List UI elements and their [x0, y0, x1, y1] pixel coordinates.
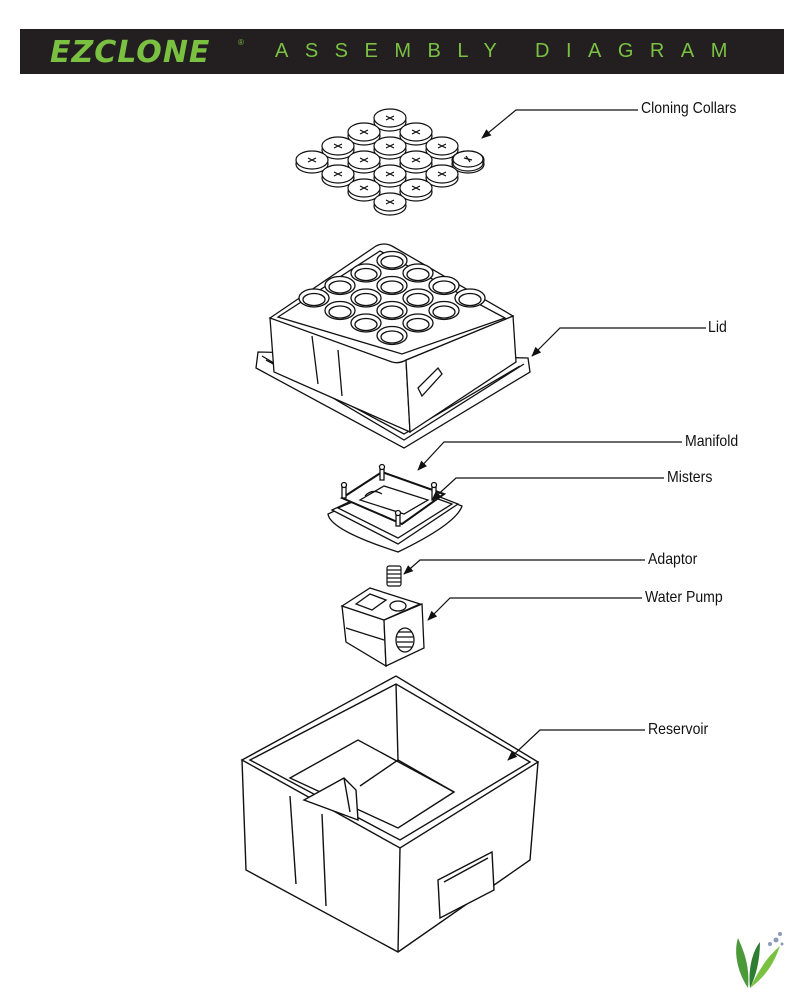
leader-lines	[403, 109, 706, 761]
lid-hole	[428, 275, 460, 296]
cloning-collar	[321, 164, 355, 188]
cloning-collar	[425, 164, 459, 188]
label-water-pump: Water Pump	[645, 589, 723, 606]
reservoir-part	[240, 675, 540, 953]
label-cloning-collars: Cloning Collars	[641, 100, 737, 117]
leader-reservoir	[507, 729, 645, 761]
cloning-collar	[321, 136, 355, 160]
cloning-collar	[399, 178, 433, 202]
cloning-collar	[295, 150, 329, 174]
cloning-collar	[373, 108, 407, 132]
manifold-part	[327, 463, 463, 553]
cloning-collar	[373, 164, 407, 188]
lid-hole	[402, 288, 434, 308]
lid-hole	[376, 275, 408, 296]
cloning-collar	[399, 150, 433, 174]
cloning-collar	[452, 150, 484, 172]
brand-logo: EZCLONE	[50, 35, 211, 70]
registered-mark: ®	[238, 38, 244, 47]
lid-hole	[402, 313, 434, 333]
lid-hole	[376, 300, 408, 321]
label-reservoir: Reservoir	[648, 721, 709, 738]
leader-misters	[431, 477, 664, 501]
cloning-collar	[373, 136, 407, 160]
lid-hole	[454, 288, 486, 308]
lid-hole	[376, 325, 408, 346]
lid-hole	[402, 263, 434, 283]
label-misters: Misters	[667, 469, 713, 486]
cloning-collar	[347, 122, 381, 146]
cloning-collar	[347, 178, 381, 202]
lid-hole	[376, 250, 408, 271]
lid-hole	[350, 313, 382, 333]
lid-hole	[298, 288, 330, 308]
label-adaptor: Adaptor	[648, 551, 698, 568]
lid-hole	[324, 275, 356, 296]
lid-hole	[428, 300, 460, 321]
label-manifold: Manifold	[685, 433, 739, 450]
leader-lid	[531, 327, 706, 357]
leader-water-pump	[427, 597, 642, 621]
lid-hole	[350, 263, 382, 283]
leader-adaptor	[403, 559, 645, 575]
water-pump-part	[340, 587, 425, 668]
leaf-droplet-logo-icon	[736, 932, 784, 988]
cloning-collar	[399, 122, 433, 146]
cloning-collars-part	[295, 108, 485, 216]
cloning-collar	[425, 136, 459, 160]
lid-hole	[350, 288, 382, 308]
leader-cloning-collars	[481, 109, 638, 139]
cloning-collar	[347, 150, 381, 174]
header-bar: EZCLONE ® ASSEMBLY DIAGRAM	[20, 29, 784, 74]
lid-part	[255, 243, 531, 449]
label-lid: Lid	[708, 319, 727, 336]
adaptor-part	[386, 565, 402, 587]
leader-manifold	[417, 441, 682, 471]
page-title: ASSEMBLY DIAGRAM	[275, 40, 744, 62]
cloning-collar	[373, 192, 407, 216]
lid-hole	[324, 300, 356, 321]
